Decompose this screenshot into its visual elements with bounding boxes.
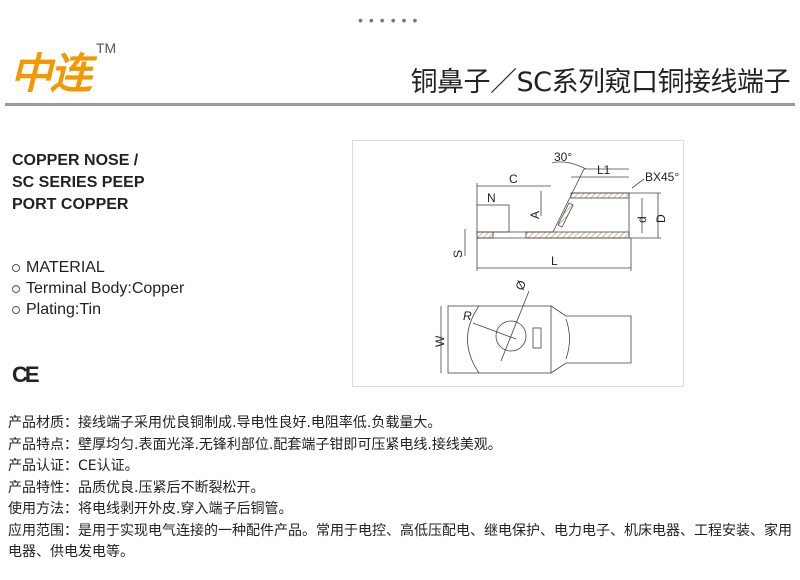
chamfer-label: BX45°: [645, 170, 679, 184]
dim-outer-d-label: D: [654, 214, 668, 223]
dim-s-label: S: [451, 250, 465, 258]
english-title-line: SC SERIES PEEP: [12, 174, 145, 191]
description-line: 应用范围：是用于实现电气连接的一种配件产品。常用于电控、高低压配电、继电保护、电…: [8, 522, 792, 561]
spec-list: MATERIAL Terminal Body:Copper Plating:Ti…: [12, 257, 184, 320]
dim-w-label: W: [433, 335, 447, 347]
brand-logo: 中连: [10, 49, 92, 98]
top-view: [440, 290, 632, 374]
dim-l-label: L: [551, 254, 558, 268]
dim-diameter-label: Ø: [513, 278, 529, 292]
technical-drawing: 30° L1 C BX45° N A d D S L Ø R W: [352, 140, 684, 387]
dim-n-label: N: [487, 191, 496, 205]
carousel-dots: ••••••: [358, 12, 424, 28]
dim-c-label: C: [509, 172, 518, 186]
english-title-line: PORT COPPER: [12, 196, 129, 213]
description-line: 产品认证：CE认证。: [8, 458, 139, 474]
english-title: COPPER NOSE / SC SERIES PEEP PORT COPPER: [12, 150, 232, 216]
page-title: 铜鼻子／SC系列窥口铜接线端子: [410, 67, 791, 98]
angle-label: 30°: [554, 150, 572, 164]
description-line: 使用方法：将电线剥开外皮.穿入端子后铜管。: [8, 501, 293, 517]
english-title-line: COPPER NOSE /: [12, 152, 139, 169]
dim-d-label: d: [635, 216, 649, 223]
dim-a-label: A: [528, 211, 542, 219]
side-view: [464, 161, 661, 271]
description-line: 产品材质：接线端子采用优良铜制成.导电性良好.电阻率低.负载量大。: [8, 415, 442, 431]
spec-item: MATERIAL: [12, 257, 184, 278]
description-line: 产品特性：品质优良.压紧后不断裂松开。: [8, 479, 265, 496]
spec-item: Terminal Body:Copper: [12, 278, 184, 299]
spec-item: Plating:Tin: [12, 299, 184, 320]
dim-r-label: R: [463, 309, 472, 323]
trademark-mark: TM: [96, 40, 117, 56]
dim-l1-label: L1: [597, 163, 611, 177]
ce-mark: CE: [12, 362, 40, 387]
description-line: 产品特点：壁厚均匀.表面光泽.无锋利部位.配套端子钳即可压紧电线.接线美观。: [8, 436, 502, 453]
product-description: 产品材质：接线端子采用优良铜制成.导电性良好.电阻率低.负载量大。 产品特点：壁…: [8, 413, 798, 564]
header-divider: [5, 103, 795, 106]
